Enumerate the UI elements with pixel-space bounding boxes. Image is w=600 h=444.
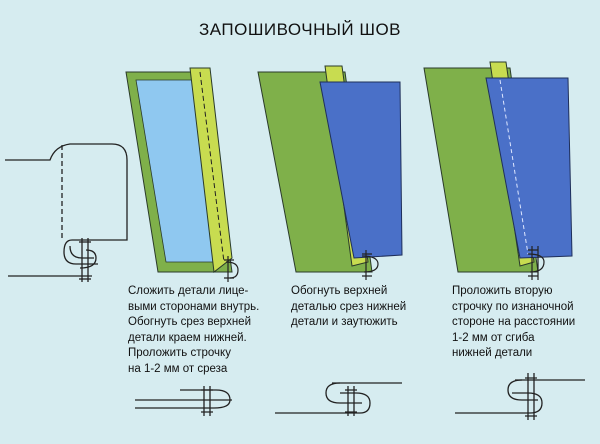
panel-2-fold-curl <box>361 255 379 273</box>
caption-step-2-line: Обогнуть верхней <box>291 285 388 297</box>
panel-step-1 <box>125 67 239 282</box>
panel-2-stitch-mark <box>362 250 372 280</box>
diagram-title: ЗАПОШИВОЧНЫЙ ШОВ <box>198 20 402 39</box>
panel-1-fold-strip <box>189 67 233 273</box>
panel-3-fold-curl <box>527 253 545 273</box>
caption-step-3-line: Проложить вторую <box>452 285 553 297</box>
caption-step-1-line: детали краем нижней. <box>128 331 247 344</box>
caption-step-3: Проложить вторую строчку по изнаночной с… <box>452 284 575 362</box>
schematic-left <box>5 143 128 282</box>
caption-step-1: Сложить детали лице- выми сторонами внут… <box>128 284 259 377</box>
caption-step-1-line: Обогнуть срез верхней <box>128 316 251 328</box>
caption-step-1-line: на 1-2 мм от среза <box>128 362 228 375</box>
caption-step-2-line: детали и заутюжить <box>291 316 398 328</box>
schematic-step-2 <box>275 382 402 416</box>
caption-step-3-line: стороне на расстоянии <box>452 316 576 328</box>
panel-step-2 <box>257 65 403 280</box>
caption-step-3-line: 1-2 мм от сгиба <box>452 331 535 344</box>
caption-step-2-line: деталью срез нижней <box>291 300 407 313</box>
panel-step-3 <box>423 61 573 280</box>
caption-step-3-line: нижней детали <box>452 347 533 359</box>
caption-step-2: Обогнуть верхней деталью срез нижней дет… <box>291 284 406 331</box>
caption-step-1-line: Сложить детали лице- <box>128 285 249 297</box>
panel-3-blue-fabric <box>485 77 573 259</box>
panel-1-stitch-mark <box>224 256 234 282</box>
caption-step-3-line: строчку по изнаночной <box>452 300 574 313</box>
schematic-left-fold-outer <box>63 239 98 265</box>
schematic-step-1 <box>135 386 232 416</box>
caption-step-1-line: Проложить строчку <box>128 347 231 359</box>
caption-step-1-line: выми сторонами внутрь. <box>128 300 260 313</box>
schematic-left-outline <box>5 143 128 241</box>
panel-3-stitch-line <box>499 79 529 255</box>
panel-2-blue-fabric <box>319 81 403 259</box>
schematic-step-3 <box>455 373 585 420</box>
panel-3-stitch-mark-a <box>528 246 538 280</box>
panel-1-fold-curl <box>225 261 239 279</box>
